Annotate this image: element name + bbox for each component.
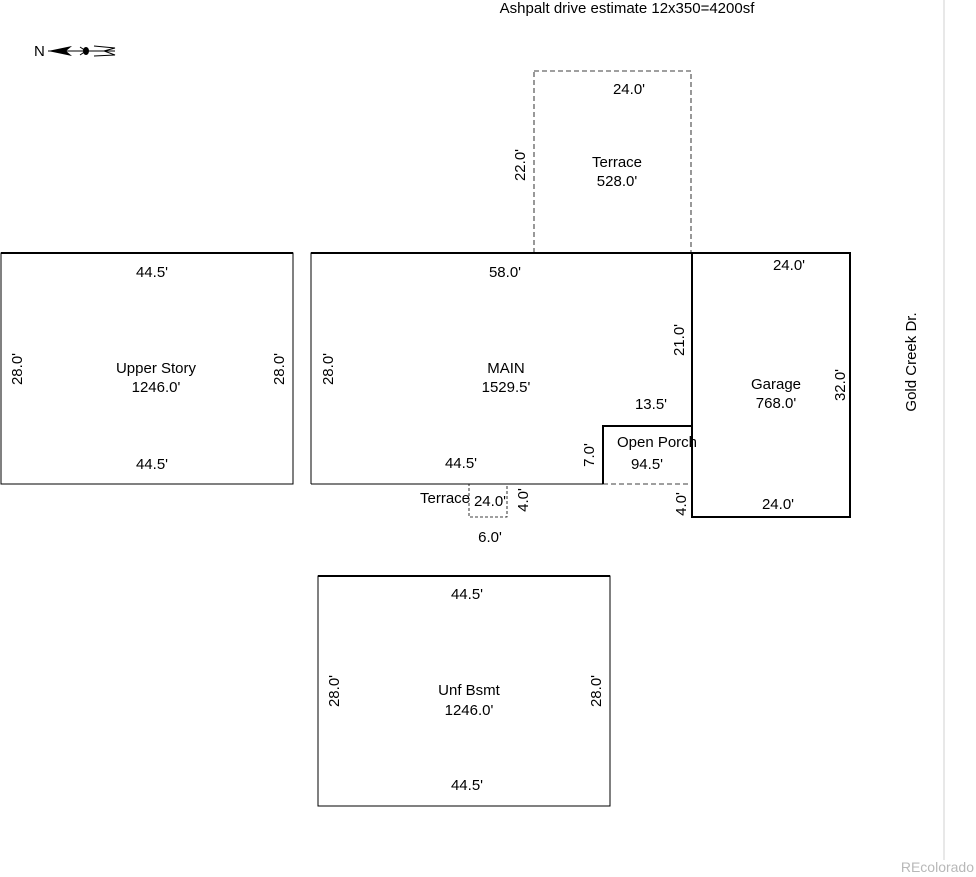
upper-story-right: 28.0' [271, 353, 288, 385]
terrace-top-depth: 22.0' [512, 149, 529, 181]
terrace-top-area-value: 528.0' [597, 173, 638, 190]
main-area-value: 1529.5' [482, 379, 531, 396]
upper-story-area-value: 1246.0' [132, 379, 181, 396]
open-porch-name: Open Porch [617, 434, 697, 451]
north-arrow-icon: N [34, 43, 116, 60]
upper-story-area: 44.5' 44.5' 28.0' 28.0' Upper Story 1246… [0, 252, 294, 485]
open-porch-area: 7.0' Open Porch 94.5' 4.0' [581, 425, 697, 516]
terrace-small-area-value: 24.0' [474, 493, 506, 510]
main-top: 58.0' [489, 264, 521, 281]
basement-left: 28.0' [326, 675, 343, 707]
open-porch-area-value: 94.5' [631, 456, 663, 473]
basement-bottom: 44.5' [451, 777, 483, 794]
basement-area: 44.5' 44.5' 28.0' 28.0' Unf Bsmt 1246.0' [317, 575, 611, 807]
terrace-small-name: Terrace [420, 490, 470, 507]
upper-story-name: Upper Story [116, 360, 197, 377]
main-bottom: 44.5' [445, 455, 477, 472]
upper-story-left: 28.0' [9, 353, 26, 385]
garage-name: Garage [751, 376, 801, 393]
upper-story-bottom: 44.5' [136, 456, 168, 473]
basement-area-value: 1246.0' [445, 702, 494, 719]
main-right-upper: 21.0' [671, 324, 688, 356]
terrace-small-area: Terrace 24.0' 4.0' 6.0' [420, 483, 532, 546]
compass-label: N [34, 43, 45, 60]
terrace-top-area: 24.0' 22.0' Terrace 528.0' [512, 70, 692, 254]
garage-top: 24.0' [773, 257, 805, 274]
basement-name: Unf Bsmt [438, 682, 501, 699]
terrace-small-width: 6.0' [478, 529, 502, 546]
watermark: REcolorado [901, 859, 974, 875]
main-name: MAIN [487, 360, 525, 377]
garage-right: 32.0' [832, 369, 849, 401]
garage-area: 24.0' 24.0' 32.0' Garage 768.0' [691, 252, 851, 518]
upper-story-top: 44.5' [136, 264, 168, 281]
garage-area-value: 768.0' [756, 395, 797, 412]
main-left: 28.0' [320, 353, 337, 385]
terrace-top-width: 24.0' [613, 81, 645, 98]
basement-right: 28.0' [588, 675, 605, 707]
main-area: 58.0' 44.5' 28.0' 21.0' 13.5' MAIN 1529.… [310, 252, 692, 485]
open-porch-depth: 7.0' [581, 443, 598, 467]
terrace-small-depth: 4.0' [515, 488, 532, 512]
open-porch-step: 4.0' [673, 492, 690, 516]
page-title: Ashpalt drive estimate 12x350=4200sf [500, 0, 756, 17]
basement-top: 44.5' [451, 586, 483, 603]
street-name: Gold Creek Dr. [903, 312, 920, 411]
terrace-top-name: Terrace [592, 154, 642, 171]
main-porch-top: 13.5' [635, 396, 667, 413]
garage-bottom: 24.0' [762, 496, 794, 513]
